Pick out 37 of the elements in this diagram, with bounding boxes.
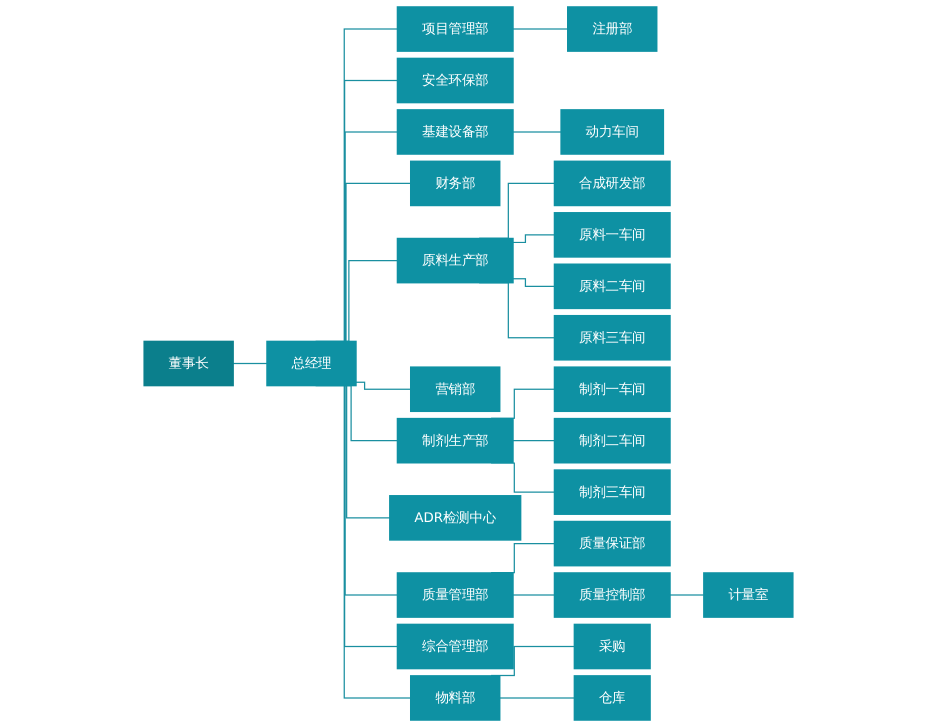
connector [513,440,554,442]
node-box: 制剂三车间 [554,469,671,515]
node-box: ADR检测中心 [389,495,522,541]
connector [513,131,561,133]
node-box: 仓库 [574,675,651,721]
node-box: 动力车间 [560,109,664,155]
node-box: 制剂一车间 [554,366,671,412]
connector [233,362,267,364]
node-box: 采购 [574,624,651,670]
node-box: 原料一车间 [554,212,671,258]
node-box: 计量室 [703,572,794,618]
connector [670,594,704,596]
node-box: 制剂二车间 [554,418,671,464]
node-box: 原料二车间 [554,264,671,310]
node-box: 物料部 [410,675,500,721]
connector [356,382,410,390]
node-box: 总经理 [266,340,357,386]
node-box: 综合管理部 [396,624,514,670]
connector [513,278,554,287]
connector [513,234,554,244]
node-box: 项目管理部 [396,6,514,52]
connector [513,28,568,30]
node-box: 注册部 [567,6,658,52]
connector [513,594,554,596]
node-box: 财务部 [410,160,500,206]
connector [500,697,574,699]
node-box: 原料生产部 [396,238,514,284]
node-box: 质量保证部 [554,520,671,566]
node-box: 质量管理部 [396,572,514,618]
node-box: 营销部 [410,366,500,412]
node-box: 制剂生产部 [396,418,514,464]
node-box: 董事长 [143,340,234,386]
node-box: 安全环保部 [396,58,514,104]
node-box: 质量控制部 [554,572,671,618]
node-box: 原料三车间 [554,314,671,361]
node-box: 合成研发部 [554,160,671,206]
node-box: 基建设备部 [396,109,514,155]
